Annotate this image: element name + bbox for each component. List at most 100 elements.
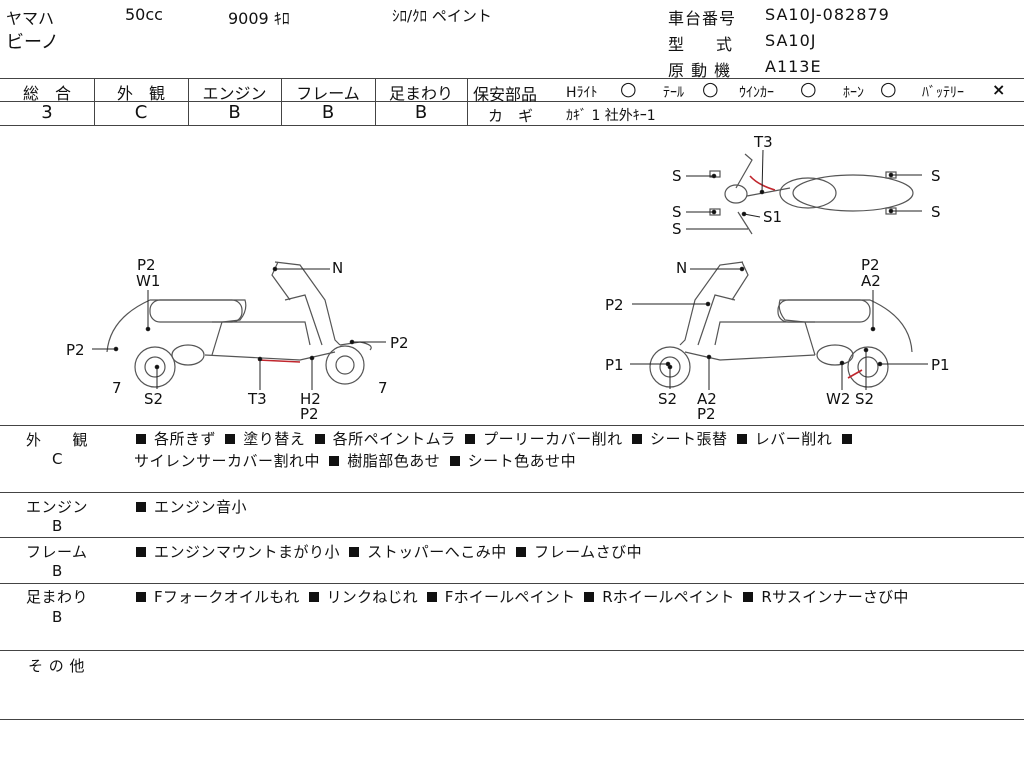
label-s2: S2	[855, 390, 874, 408]
chassis-value: SA10J-082879	[765, 5, 890, 24]
label-s1: S1	[763, 208, 782, 226]
horn-mark: ○	[880, 78, 897, 100]
exterior-value: C	[134, 102, 148, 123]
label-p2: P2	[66, 341, 85, 359]
frame-grade-label: フレーム	[296, 84, 360, 103]
chassis-label: 車台番号	[668, 9, 737, 28]
label-s: S	[931, 167, 941, 185]
tail-label: ﾃｰﾙ	[663, 85, 684, 101]
note-item: Fフォークオイルもれ	[154, 588, 300, 606]
label-n: N	[332, 259, 343, 277]
key-value: ｶｷﾞ 1 社外ｷｰ1	[566, 108, 656, 124]
label-p2: P2	[137, 256, 156, 274]
color: ｼﾛ/ｸﾛ ペイント	[392, 7, 492, 25]
note-item: Rサスインナーさび中	[761, 588, 909, 606]
frame-items: エンジンマウントまがり小 ストッパーへこみ中 フレームさび中	[136, 541, 642, 562]
note-item: シート色あせ中	[467, 452, 577, 470]
exterior-items-line1: 各所きず 塗り替え 各所ペイントムラ プーリーカバー削れ シート張替 レバー削れ	[136, 428, 860, 449]
note-item: Fホイールペイント	[444, 588, 576, 606]
divider	[0, 650, 1024, 651]
engine-value: A113E	[765, 57, 822, 76]
note-item: エンジンマウントまがり小	[154, 543, 341, 561]
note-item: シート張替	[649, 430, 728, 448]
right-side-diagram	[649, 261, 913, 388]
label-s: S	[672, 203, 682, 221]
suspension-note-grade: B	[52, 608, 63, 626]
divider	[0, 719, 1024, 720]
type-label: 型 式	[668, 35, 733, 54]
note-item: エンジン音小	[154, 498, 248, 516]
suspension-items: Fフォークオイルもれ リンクねじれ Fホイールペイント Rホイールペイント Rサ…	[136, 586, 909, 607]
note-item: 各所きず	[154, 430, 217, 448]
engine-items: エンジン音小	[136, 496, 247, 517]
headlight-mark: ○	[620, 78, 637, 100]
divider	[467, 101, 1024, 102]
exterior-note-grade: C	[52, 450, 63, 468]
exterior-label: 外 観	[116, 84, 165, 103]
note-item: 樹脂部色あせ	[347, 452, 441, 470]
tail-mark: ○	[702, 78, 719, 100]
label-w2: W2	[826, 390, 850, 408]
suspension-grade-label: 足まわり	[388, 84, 453, 103]
key-label: カ ギ	[488, 107, 534, 125]
divider	[0, 583, 1024, 584]
frame-note-grade: B	[52, 562, 63, 580]
label-p2: P2	[861, 256, 880, 274]
label-s: S	[672, 220, 682, 238]
engine-note-label: エンジン	[26, 498, 89, 516]
label-7: 7	[378, 379, 388, 397]
overall-label: 総 合	[22, 84, 71, 103]
maker: ヤマハ	[6, 9, 55, 28]
overall-value: 3	[41, 102, 53, 123]
other-note-label: そ の 他	[28, 657, 86, 675]
label-p2: P2	[605, 296, 624, 314]
headlight-label: Hﾗｲﾄ	[566, 85, 598, 101]
engine-grade-value: B	[228, 102, 241, 123]
note-item: サイレンサーカバー割れ中	[134, 452, 321, 470]
divider	[281, 78, 282, 125]
note-item: リンクねじれ	[326, 588, 418, 606]
engine-grade-label: エンジン	[202, 84, 267, 103]
exterior-note-label: 外 観	[26, 431, 89, 449]
note-item: Rホイールペイント	[602, 588, 735, 606]
label-p2: P2	[697, 405, 716, 423]
label-s2: S2	[144, 390, 163, 408]
label-p1: P1	[605, 356, 624, 374]
label-h2: H2	[300, 390, 321, 408]
label-p2: P2	[300, 405, 319, 423]
note-item: フレームさび中	[534, 543, 643, 561]
label-t3: T3	[247, 390, 267, 408]
note-item: ストッパーへこみ中	[367, 543, 507, 561]
engine-note-grade: B	[52, 517, 63, 535]
divider	[375, 78, 376, 125]
label-s2: S2	[658, 390, 677, 408]
label-s: S	[672, 167, 682, 185]
label-p1: P1	[931, 356, 950, 374]
note-item: 各所ペイントムラ	[332, 430, 456, 448]
label-s: S	[931, 203, 941, 221]
label-n: N	[676, 259, 687, 277]
winker-mark: ○	[800, 78, 817, 100]
top-view-diagram	[709, 153, 914, 235]
label-w1: W1	[136, 272, 160, 290]
exterior-items-line2: サイレンサーカバー割れ中 樹脂部色あせ シート色あせ中	[134, 450, 576, 471]
frame-note-label: フレーム	[26, 543, 88, 561]
safety-label: 保安部品	[473, 85, 538, 104]
label-t3: T3	[753, 133, 773, 151]
horn-label: ﾎｰﾝ	[843, 85, 864, 101]
divider	[0, 125, 1024, 126]
divider	[0, 492, 1024, 493]
mileage: 9009 ｷﾛ	[228, 9, 290, 28]
divider	[0, 537, 1024, 538]
frame-grade-value: B	[321, 102, 335, 123]
label-p2: P2	[390, 334, 409, 352]
note-item: レバー削れ	[754, 430, 833, 448]
suspension-note-label: 足まわり	[26, 588, 89, 606]
left-side-diagram	[106, 261, 372, 388]
battery-mark: ×	[992, 80, 1006, 99]
winker-label: ｳｲﾝｶｰ	[739, 85, 774, 101]
divider	[0, 425, 1024, 426]
divider	[0, 78, 1024, 79]
divider	[0, 101, 467, 102]
